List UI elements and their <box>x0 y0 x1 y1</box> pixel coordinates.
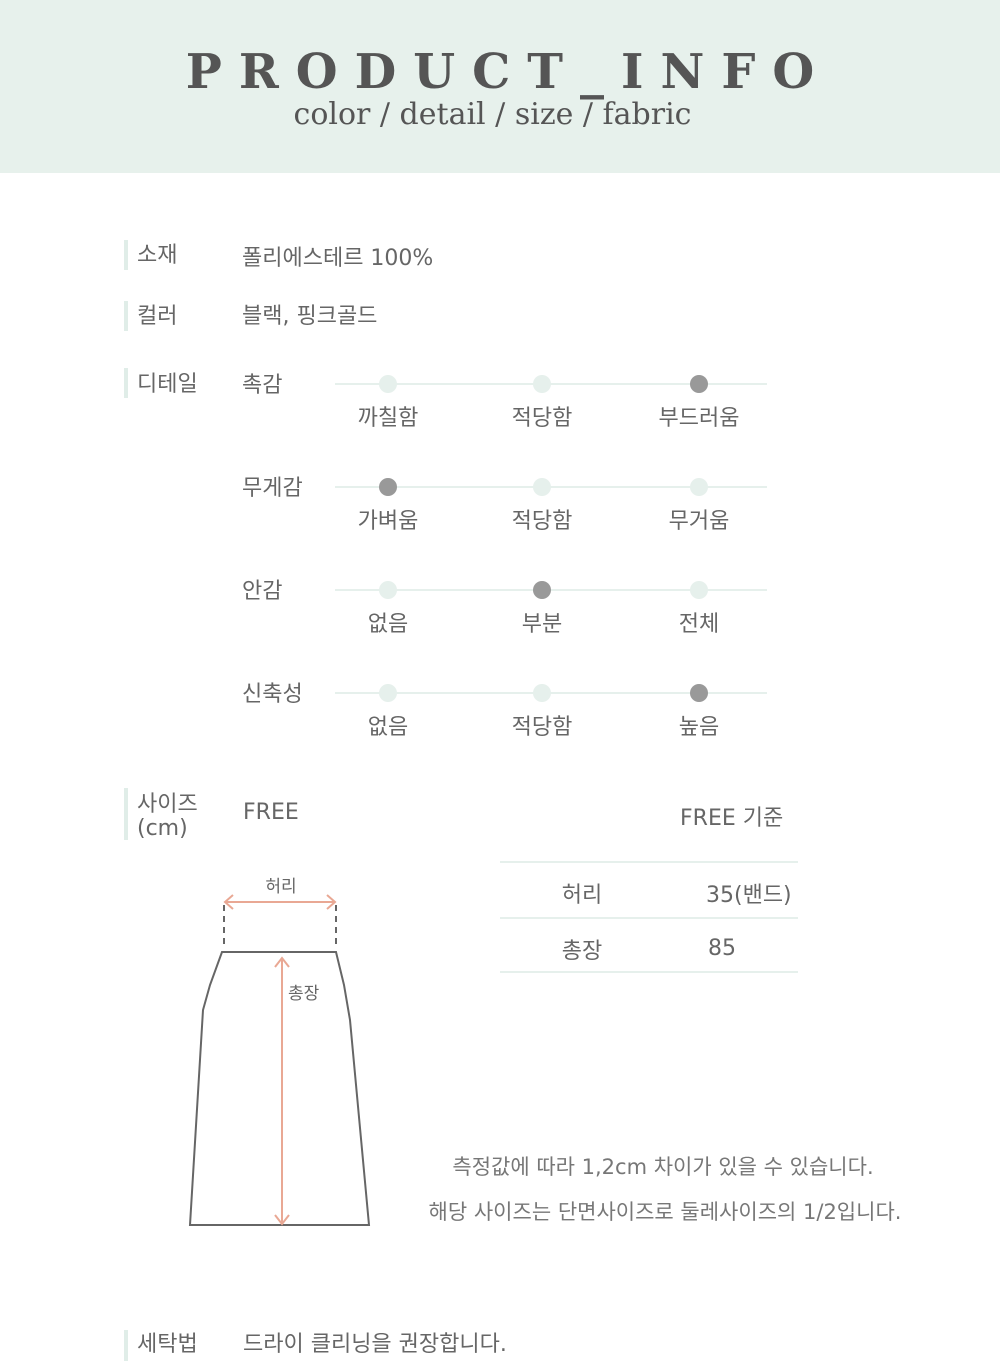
scale-option: 전체 <box>678 612 720 637</box>
scale-dot <box>533 375 551 393</box>
section-bar <box>124 301 128 331</box>
scale-option: 적당함 <box>511 509 573 534</box>
scale-track <box>335 383 767 385</box>
table-divider <box>500 971 798 973</box>
scale-dot <box>690 581 708 599</box>
scale-track <box>335 589 767 591</box>
scale-dot <box>379 684 397 702</box>
scale-dot <box>690 478 708 496</box>
page-title: PRODUCT_INFO <box>185 44 832 100</box>
scale-option: 까칠함 <box>357 406 419 431</box>
waist-arrow <box>223 894 337 910</box>
scale-dot <box>533 684 551 702</box>
scale-option: 부드러움 <box>658 406 740 431</box>
length-arrow <box>274 956 290 1226</box>
size-table-title: FREE 기준 <box>680 806 784 831</box>
scale-name: 신축성 <box>242 682 303 707</box>
page-subtitle: color / detail / size / fabric <box>293 97 692 132</box>
scale-dot <box>379 478 397 496</box>
scale-option: 부분 <box>521 612 563 637</box>
color-value: 블랙, 핑크골드 <box>242 304 378 329</box>
scale-dot <box>379 375 397 393</box>
section-bar <box>124 1330 128 1361</box>
detail-label: 디테일 <box>137 372 198 397</box>
size-note: 측정값에 따라 1,2cm 차이가 있을 수 있습니다. <box>452 1155 874 1179</box>
section-bar <box>124 788 128 840</box>
diagram-waist-label: 허리 <box>265 877 297 897</box>
scale-option: 높음 <box>678 715 720 740</box>
size-row-value: 35(밴드) <box>706 883 792 908</box>
scale-dot <box>379 581 397 599</box>
header-banner: PRODUCT_INFO color / detail / size / fab… <box>0 0 1000 173</box>
material-label: 소재 <box>137 243 178 268</box>
section-bar <box>124 368 128 398</box>
scale-track <box>335 486 767 488</box>
scale-option: 무거움 <box>668 509 730 534</box>
scale-option: 적당함 <box>511 406 573 431</box>
scale-option: 없음 <box>367 715 409 740</box>
size-row-name: 총장 <box>561 939 603 964</box>
size-row-value: 85 <box>708 936 736 961</box>
size-row-name: 허리 <box>561 883 603 908</box>
diagram-length-label: 총장 <box>288 984 320 1004</box>
scale-option: 없음 <box>367 612 409 637</box>
table-divider <box>500 861 798 863</box>
scale-dot <box>533 581 551 599</box>
scale-dot <box>690 684 708 702</box>
table-divider <box>500 917 798 919</box>
scale-track <box>335 692 767 694</box>
color-label: 컬러 <box>137 304 178 329</box>
size-label: 사이즈 <box>137 792 198 817</box>
section-bar <box>124 240 128 270</box>
scale-option: 가벼움 <box>357 509 419 534</box>
skirt-outline <box>188 951 371 1226</box>
size-name: FREE <box>243 800 299 825</box>
scale-name: 무게감 <box>242 476 303 501</box>
size-note: 해당 사이즈는 단면사이즈로 둘레사이즈의 1/2입니다. <box>428 1200 902 1224</box>
scale-name: 안감 <box>242 579 283 604</box>
scale-dot <box>690 375 708 393</box>
size-unit: (cm) <box>137 816 188 841</box>
material-value: 폴리에스테르 100% <box>242 246 434 271</box>
scale-option: 적당함 <box>511 715 573 740</box>
washing-value: 드라이 클리닝을 권장합니다. <box>243 1332 507 1357</box>
scale-name: 촉감 <box>242 373 283 398</box>
scale-dot <box>533 478 551 496</box>
washing-label: 세탁법 <box>137 1332 198 1357</box>
